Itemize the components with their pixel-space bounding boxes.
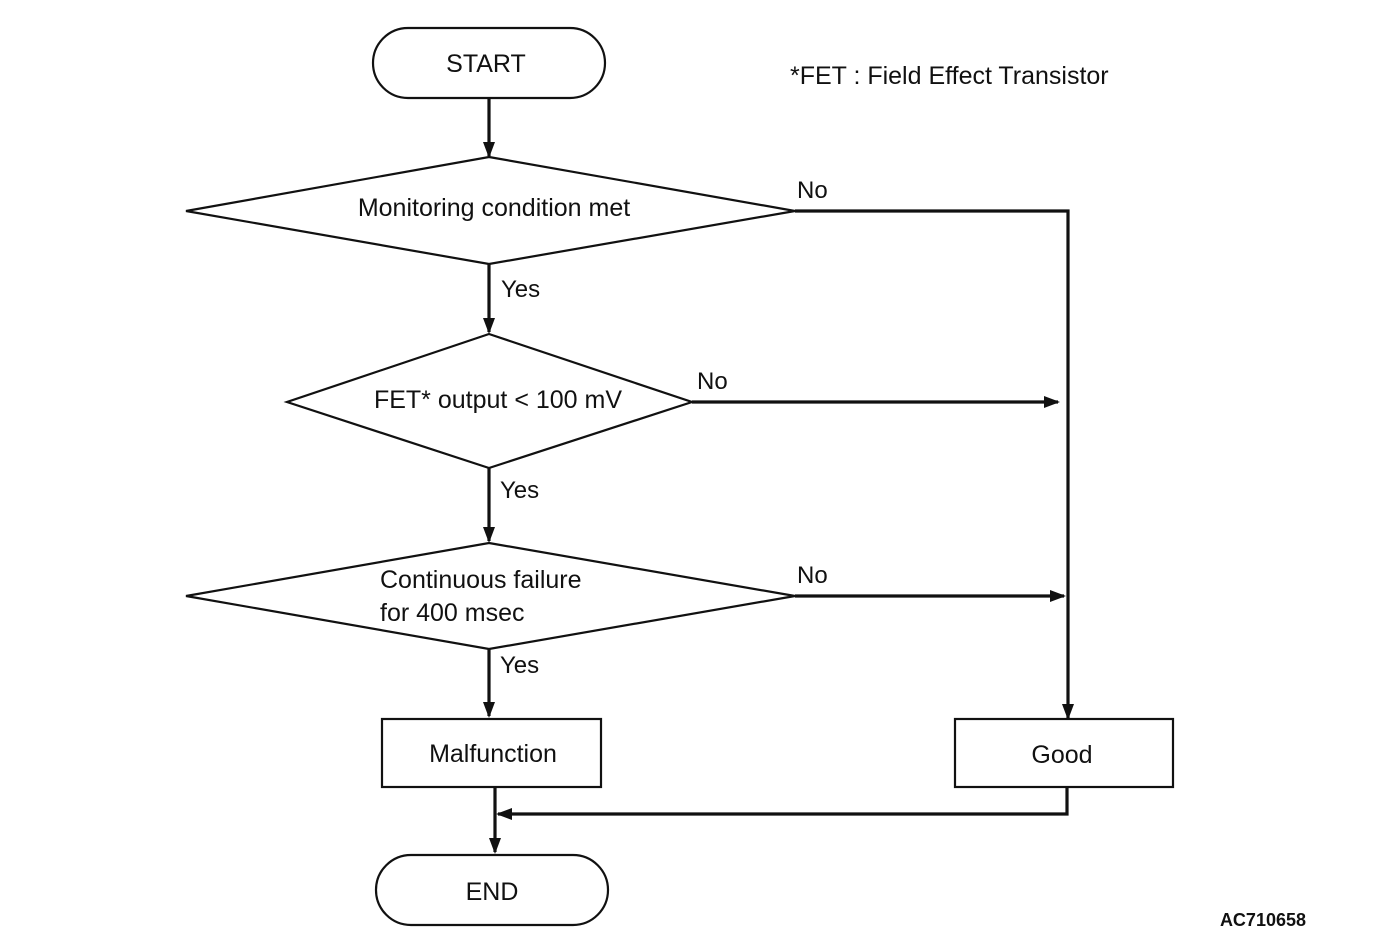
start-label: START [446,50,526,78]
end-label: END [466,878,519,906]
decision-monitoring-condition-label: Monitoring condition met [358,194,630,222]
decision1-yes-label: Yes [501,276,540,303]
end-terminal [374,853,610,927]
connector-decision1-no-to-good [795,209,1074,720]
decision-continuous-failure-line1: Continuous failure [380,566,582,594]
decision3-no-label: No [797,562,828,589]
decision3-yes-label: Yes [500,652,539,679]
figure-id: AC710658 [1220,910,1306,930]
fet-footnote: *FET : Field Effect Transistor [790,62,1109,90]
malfunction-label: Malfunction [429,740,557,768]
malfunction-box [380,717,603,789]
decision2-no-label: No [697,368,728,395]
decision-continuous-failure [185,541,796,651]
good-label: Good [1031,741,1092,769]
decision-continuous-failure-line2: for 400 msec [380,599,525,627]
decision-fet-output-label: FET* output < 100 mV [374,386,622,414]
connector-good-to-end [496,787,1069,820]
good-box [953,717,1175,789]
decision2-yes-label: Yes [500,477,539,504]
decision1-no-label: No [797,177,828,204]
